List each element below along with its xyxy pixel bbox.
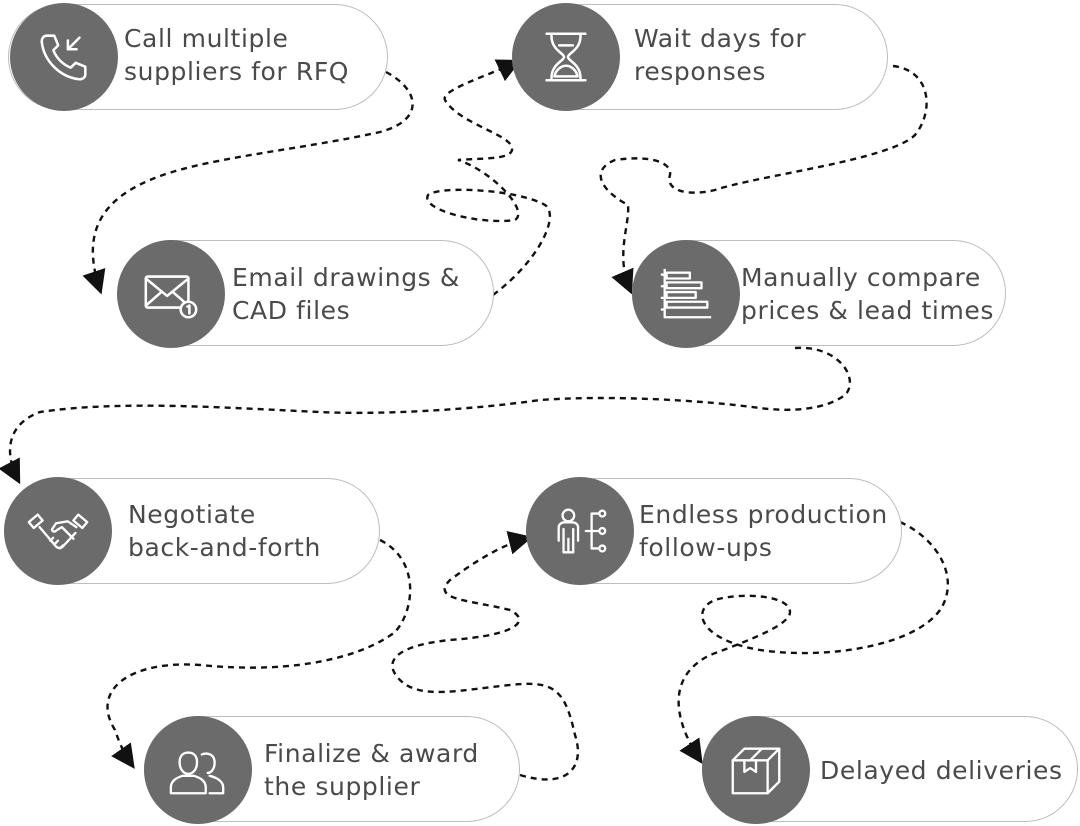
connector-7-to-6 xyxy=(391,531,580,781)
phone-icon xyxy=(40,34,87,81)
step-circle-email-drawings xyxy=(117,240,225,348)
step-label-delayed: Delayed deliveries xyxy=(820,756,1063,785)
step-label-email-drawings: Email drawings &CAD files xyxy=(232,263,460,325)
connector-2-to-4 xyxy=(599,64,928,295)
step-circle-wait-days xyxy=(512,3,620,111)
email-icon xyxy=(144,275,198,319)
hourglass-icon xyxy=(545,32,587,82)
step-circle-compare-prices xyxy=(632,240,740,348)
connector-5-to-7 xyxy=(106,538,412,769)
handshake-icon xyxy=(27,513,89,550)
connector-4-to-5 xyxy=(0,346,851,485)
connector-3-to-2 xyxy=(426,59,552,296)
users-icon xyxy=(169,751,225,795)
step-circle-finalize xyxy=(144,716,252,824)
bar-chart-icon xyxy=(660,268,712,319)
worker-hierarchy-icon xyxy=(557,508,607,554)
step-circle-call-suppliers xyxy=(10,3,118,111)
connector-1-to-3 xyxy=(82,70,414,295)
step-circle-follow-ups xyxy=(526,477,634,585)
box-icon xyxy=(731,747,781,795)
step-circle-negotiate xyxy=(4,477,112,585)
step-circle-delayed xyxy=(702,716,810,824)
